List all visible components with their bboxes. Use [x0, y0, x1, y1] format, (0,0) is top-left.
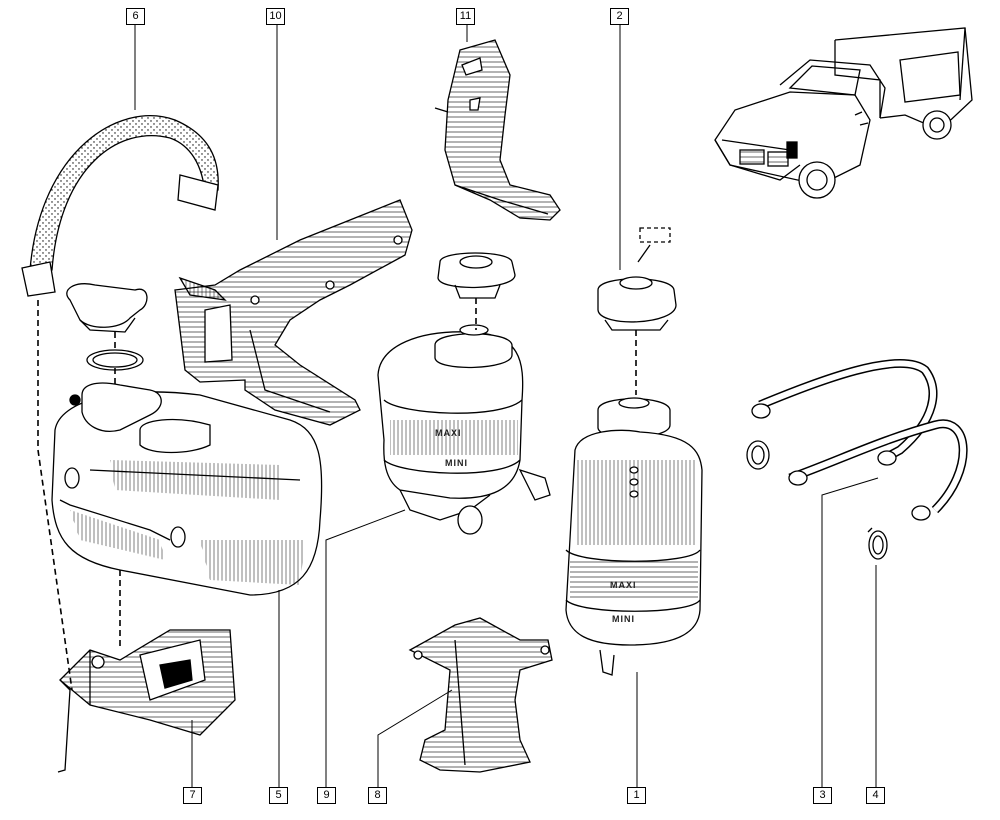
bracket-part-8: [408, 617, 553, 773]
assembly-lines: [37, 298, 637, 691]
part-label-10: 10: [266, 8, 285, 25]
reservoir-part-5: [51, 283, 323, 596]
part-label-4: 4: [866, 787, 885, 804]
hose-part-3: [746, 358, 968, 521]
bracket-part-7: [57, 629, 236, 773]
part-label-3: 3: [813, 787, 832, 804]
reservoir-part-1: [565, 397, 703, 676]
cap-part-2: [597, 227, 677, 331]
part-label-1: 1: [627, 787, 646, 804]
bracket-part-10: [174, 199, 413, 426]
part-label-9: 9: [317, 787, 336, 804]
reservoir-part-9: [377, 252, 551, 535]
mini-marking-9: MINI: [445, 458, 468, 468]
part-label-11: 11: [456, 8, 475, 25]
part-label-8: 8: [368, 787, 387, 804]
leader-lines: [134, 25, 879, 787]
bracket-part-11: [434, 39, 561, 221]
van-illustration: [714, 27, 973, 199]
maxi-marking-1: MAXI: [610, 580, 637, 590]
part-label-7: 7: [183, 787, 202, 804]
part-label-6: 6: [126, 8, 145, 25]
clamp-part-4: [867, 527, 888, 560]
mini-marking-1: MINI: [612, 614, 635, 624]
strap-part-6: [21, 115, 219, 297]
part-label-2: 2: [610, 8, 629, 25]
part-label-5: 5: [269, 787, 288, 804]
maxi-marking-9: MAXI: [435, 428, 462, 438]
